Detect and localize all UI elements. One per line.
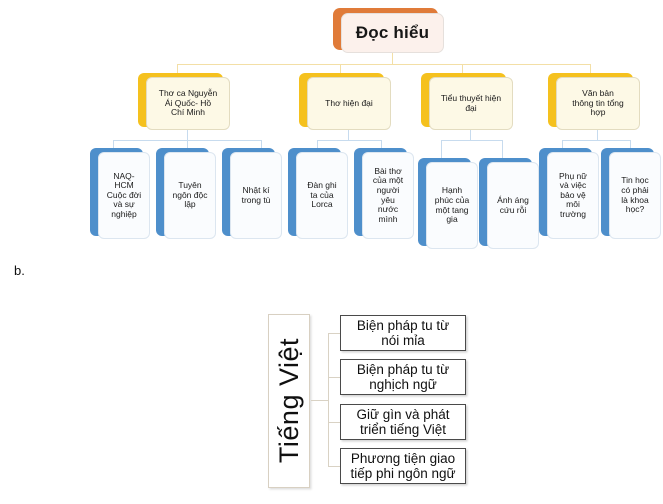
level3-node-8-label: Phụ nữ và việc bảo vệ môi trường <box>559 170 587 219</box>
level2-node-2[interactable]: Thơ hiện đại <box>307 77 391 130</box>
connector-drop-3 <box>462 64 464 75</box>
connector-drop-2 <box>340 64 342 75</box>
level2-node-4[interactable]: Văn bản thông tin tổng hợp <box>556 77 640 130</box>
level3-node-8[interactable]: Phụ nữ và việc bảo vệ môi trường <box>547 152 599 239</box>
bottom-item-1[interactable]: Biện pháp tu từ nói mỉa <box>340 315 466 351</box>
bottom-connector-branch-1 <box>328 333 342 335</box>
connector-g4-down <box>597 130 599 141</box>
level3-node-1[interactable]: NAQ- HCM Cuộc đời và sự nghiệp <box>98 152 150 239</box>
root-node-doc-hieu[interactable]: Đọc hiểu <box>341 13 444 53</box>
connector-g4-drop-2 <box>630 140 632 149</box>
connector-g2-drop-1 <box>317 140 319 149</box>
connector-g3-bus <box>441 140 503 142</box>
connector-g3-drop-1 <box>441 140 443 159</box>
level3-node-9-label: Tin học có phải là khoa học? <box>621 175 649 215</box>
bottom-connector-branch-4 <box>328 466 342 468</box>
level3-node-6[interactable]: Hạnh phúc của một tang gia <box>426 162 478 249</box>
level3-node-3[interactable]: Nhật kí trong tù <box>230 152 282 239</box>
level2-node-3-label: Tiểu thuyết hiện đại <box>440 92 502 113</box>
level2-node-1[interactable]: Thơ ca Nguyễn Ái Quốc- Hồ Chí Minh <box>146 77 230 130</box>
connector-root-down <box>392 53 394 65</box>
level2-node-2-label: Thơ hiện đại <box>325 97 373 108</box>
connector-g4-bus <box>562 140 631 142</box>
level3-node-9[interactable]: Tin học có phải là khoa học? <box>609 152 661 239</box>
connector-g2-bus <box>317 140 382 142</box>
bottom-connector-spine <box>328 333 330 467</box>
bottom-root-node-label: Tiếng Việt <box>273 338 304 464</box>
bottom-item-2[interactable]: Biện pháp tu từ nghịch ngữ <box>340 359 466 395</box>
connector-g2-drop-2 <box>381 140 383 149</box>
connector-g1-down <box>187 130 189 141</box>
level2-node-4-label: Văn bản thông tin tổng hợp <box>572 88 624 118</box>
section-label-b: b. <box>14 263 25 278</box>
bottom-item-3[interactable]: Giữ gìn và phát triển tiếng Việt <box>340 404 466 440</box>
level3-node-2[interactable]: Tuyên ngôn độc lập <box>164 152 216 239</box>
root-node-label: Đọc hiểu <box>355 23 430 43</box>
level3-node-5[interactable]: Bài thơ của một người yêu nước mình <box>362 152 414 239</box>
bottom-connector-stem <box>311 400 329 402</box>
connector-drop-1 <box>177 64 179 75</box>
bottom-connector-branch-3 <box>328 422 342 424</box>
bottom-item-2-label: Biện pháp tu từ nghịch ngữ <box>356 361 450 392</box>
bottom-item-1-label: Biện pháp tu từ nói mỉa <box>356 317 450 348</box>
connector-root-bus <box>177 64 591 66</box>
bottom-connector-branch-2 <box>328 377 342 379</box>
connector-g2-down <box>348 130 350 141</box>
connector-g1-drop-3 <box>261 140 263 149</box>
bottom-root-node-tieng-viet[interactable]: Tiếng Việt <box>268 314 310 488</box>
level3-node-4[interactable]: Đàn ghi ta của Lorca <box>296 152 348 239</box>
level3-node-2-label: Tuyên ngôn độc lập <box>172 180 208 210</box>
level2-node-3[interactable]: Tiểu thuyết hiện đại <box>429 77 513 130</box>
connector-g1-drop-2 <box>187 140 189 149</box>
level3-node-1-label: NAQ- HCM Cuộc đời và sự nghiệp <box>106 170 142 219</box>
level3-node-4-label: Đàn ghi ta của Lorca <box>307 180 337 210</box>
connector-g1-drop-1 <box>113 140 115 149</box>
connector-g3-drop-2 <box>502 140 504 159</box>
bottom-item-3-label: Giữ gìn và phát triển tiếng Việt <box>356 406 450 437</box>
bottom-item-4-label: Phương tiện giao tiếp phi ngôn ngữ <box>350 450 456 481</box>
level3-node-5-label: Bài thơ của một người yêu nước mình <box>372 165 404 224</box>
connector-g3-down <box>470 130 472 141</box>
level3-node-7-label: Ánh áng cứu rỗi <box>497 194 529 215</box>
level3-node-6-label: Hạnh phúc của một tang gia <box>434 185 470 225</box>
level2-node-1-label: Thơ ca Nguyễn Ái Quốc- Hồ Chí Minh <box>158 88 218 118</box>
level3-node-3-label: Nhật kí trong tù <box>241 184 271 205</box>
level3-node-7[interactable]: Ánh áng cứu rỗi <box>487 162 539 249</box>
connector-drop-4 <box>590 64 592 75</box>
bottom-item-4[interactable]: Phương tiện giao tiếp phi ngôn ngữ <box>340 448 466 484</box>
connector-g4-drop-1 <box>562 140 564 149</box>
